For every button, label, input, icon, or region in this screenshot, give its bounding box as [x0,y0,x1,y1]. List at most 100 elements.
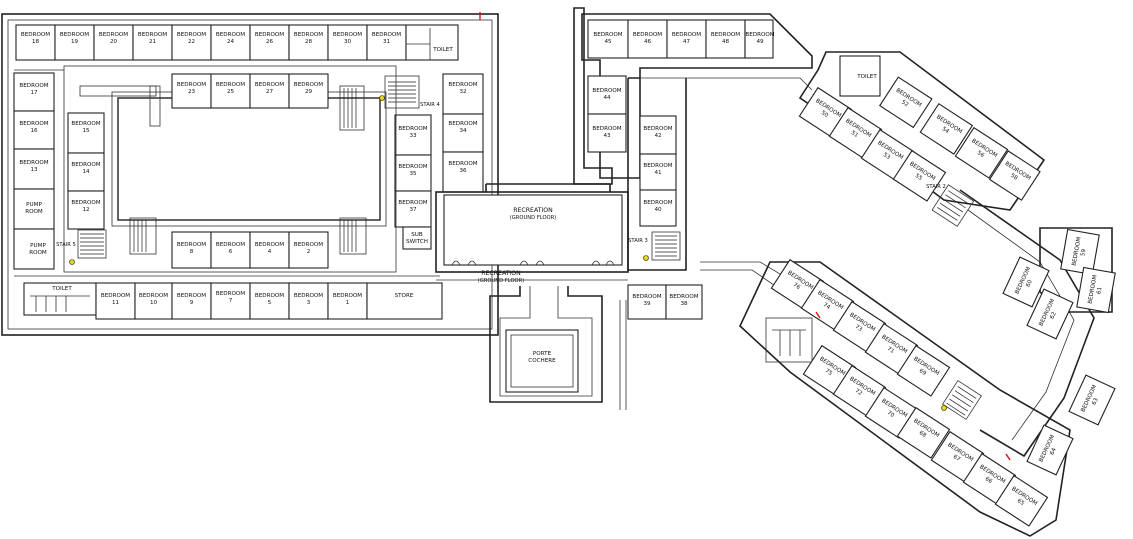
room-number: 40 [654,207,662,213]
stair-label: STAIR 2 [926,184,946,190]
room-number: 42 [654,133,661,139]
room-number: 68 [918,430,928,439]
room-number: 20 [110,39,118,45]
room-label: BEDROOM [745,32,774,38]
pump-label-1: PUMP [30,243,46,249]
room-label: BEDROOM [138,32,167,38]
room-number: 32 [459,89,466,95]
room-number: 24 [227,39,235,45]
stair-5: STAIR 5 [56,229,107,265]
stair-label: STAIR 3 [628,238,648,244]
room-number: 23 [188,89,196,95]
sub-switch-label-2: SWITCH [406,239,428,245]
room-label: BEDROOM [672,32,701,38]
pump-room-b [13,228,55,270]
room-label: BEDROOM [643,200,672,206]
room-label: BEDROOM [71,200,100,206]
room-label: BEDROOM [101,293,130,299]
room-label: BEDROOM [255,242,284,248]
room-number: 35 [409,171,417,177]
room-label: BEDROOM [19,83,48,89]
left-column-rooms: BEDROOM 17 BEDROOM 16 BEDROOM 13 PUMP RO… [13,72,55,270]
room-number: 6 [229,249,233,255]
stair-label: STAIR 5 [56,242,76,248]
room-label: BEDROOM [19,121,48,127]
room-number: 65 [1016,498,1026,507]
room-number: 52 [900,99,909,108]
room-label: BEDROOM [177,242,206,248]
room-label: BEDROOM [255,32,284,38]
room-label: BEDROOM [294,242,323,248]
inner-top-rooms: BEDROOM 23 BEDROOM 25 BEDROOM 27 BEDROOM… [171,73,329,109]
store-room [366,282,443,320]
room-number: 73 [854,324,864,333]
room-label: BEDROOM [255,293,284,299]
room-number: 10 [150,300,158,306]
recreation-corridor-label: RECREATION [481,270,521,277]
room-number: 67 [952,454,962,463]
recreation-hall: RECREATION (GROUND FLOOR) RECREATION (GR… [435,183,629,284]
room-number: 45 [604,39,612,45]
inner-right-rooms: BEDROOM 33 BEDROOM 35 BEDROOM 37 SUB SWI… [394,114,432,250]
stair-label: STAIR 4 [420,102,440,108]
room-label: BEDROOM [643,126,672,132]
recreation-corridor-sublabel: (GROUND FLOOR) [478,278,525,284]
room-number: 51 [850,130,860,139]
room-number: 17 [30,90,38,96]
inner-bottom-rooms: BEDROOM 8 BEDROOM 6 BEDROOM 4 BEDROOM 2 [171,231,329,269]
room-number: 70 [886,410,896,419]
room-label: BEDROOM [255,82,284,88]
room-label: BEDROOM [19,160,48,166]
room-number: 74 [822,302,832,311]
room-number: 76 [792,282,802,291]
room-label: BEDROOM [216,291,245,297]
room-number: 15 [82,128,90,134]
room-number: 46 [644,39,652,45]
room-number: 18 [32,39,40,45]
store-label: STORE [395,293,414,299]
room-number: 41 [654,170,662,176]
room-number: 27 [266,89,274,95]
room-label: BEDROOM [643,163,672,169]
porte-label-2: COCHERE [528,358,556,364]
room-number: 25 [227,89,235,95]
room-label: BEDROOM [669,294,698,300]
room-number: 66 [984,476,994,485]
room-number: 28 [305,39,313,45]
room-number: 59 [1080,248,1087,256]
room-number: 38 [680,301,688,307]
room-number: 34 [459,128,467,134]
room-number: 4 [268,249,272,255]
room-number: 36 [459,168,467,174]
toilet-label: TOILET [432,47,453,53]
room-label: BEDROOM [21,32,50,38]
room-label: BEDROOM [1088,274,1099,304]
room-label: BEDROOM [1072,236,1083,266]
toilet-block-se [765,317,813,363]
room-number: 71 [886,346,896,355]
room-number: 55 [914,173,924,182]
room-number: 53 [882,152,892,161]
room-label: BEDROOM [294,32,323,38]
room-number: 8 [190,249,194,255]
room-number: 60 [1025,279,1034,288]
room-label: BEDROOM [71,162,100,168]
pump-room-a [13,188,55,230]
stair-4: STAIR 4 [379,75,441,109]
room-label: BEDROOM [333,32,362,38]
recreation-label: RECREATION [513,207,553,214]
room-number: 14 [82,169,90,175]
room-number: 1 [346,300,350,306]
room-number: 21 [149,39,157,45]
toilet-block-ne [839,55,881,97]
room-number: 75 [824,368,834,377]
porte-cochere: PORTE COCHERE [489,286,627,410]
room-number: 61 [1096,286,1103,294]
room-number: 2 [307,249,311,255]
room-number: 7 [229,298,233,304]
room-number: 72 [854,388,863,397]
room-number: 44 [603,95,611,101]
toilet-label: TOILET [856,74,877,80]
room-label: BEDROOM [398,126,427,132]
